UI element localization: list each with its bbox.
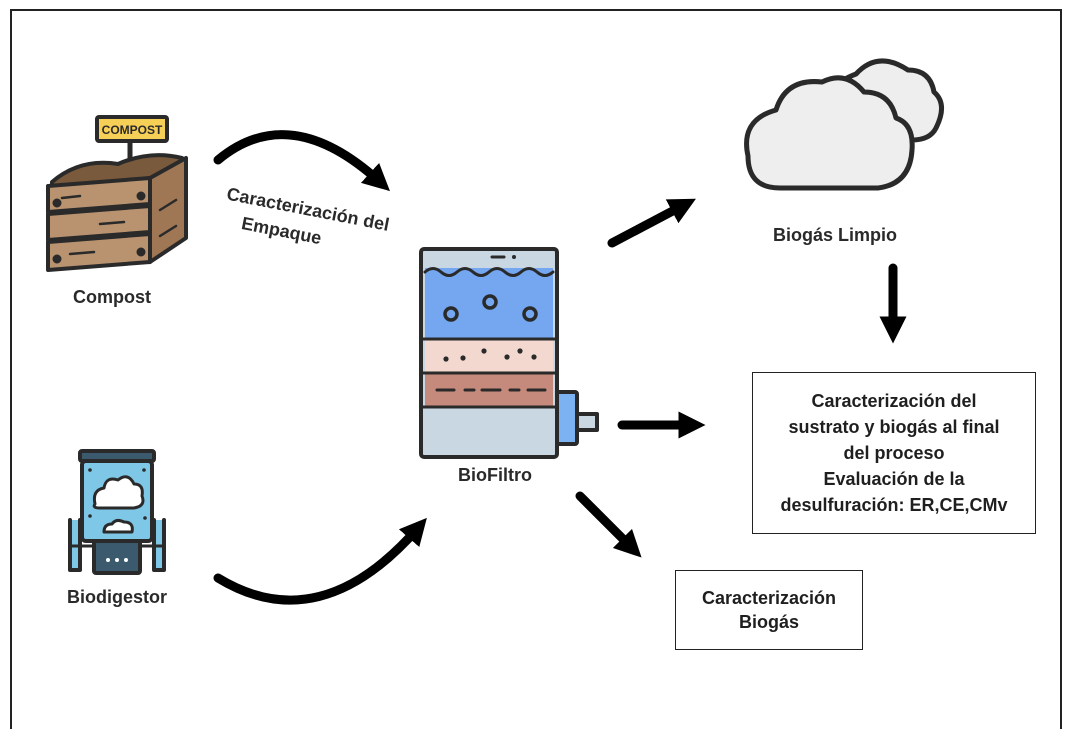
arrow-compost-to-biofiltro [213,130,390,192]
compost-sign-text: COMPOST [102,123,163,137]
arrow-biofiltro-to-biogas-box [575,491,642,558]
arrows [213,130,907,605]
final-characterization-box: Caracterización del sustrato y biogás al… [752,372,1036,534]
compost-label: Compost [73,287,151,307]
biodigestor-icon [68,449,166,575]
clean-biogas-label: Biogás Limpio [773,225,897,245]
biofiltro-label: BioFiltro [458,465,532,485]
biodigestor-label: Biodigestor [67,587,167,607]
diagram-canvas: COMPOST Compost [10,9,1062,729]
biogas-box-line1: Caracterización [701,588,837,608]
final-box-line3: del proceso [843,443,945,463]
clean-biogas-cloud-icon [744,58,944,191]
final-box-line1: Caracterización del [811,391,977,411]
arrow-biofiltro-to-clean-biogas [607,198,696,248]
diagram-svg: COMPOST Compost [46,58,944,607]
packing-edge-label: Caracterización del Empaque [225,184,391,248]
biogas-box-line2: Biogás [738,612,799,632]
diagram-frame [10,9,1062,729]
final-box-line4: Evaluación de la [823,469,965,489]
compost-icon: COMPOST [46,115,188,272]
biogas-characterization-box: Caracterización Biogás [675,570,863,650]
arrow-biodigestor-to-biofiltro [213,517,427,605]
final-box-line5: desulfuración: ER,CE,CMv [780,495,1008,515]
final-box-line2: sustrato y biogás al final [788,417,1000,437]
biofiltro-icon [419,247,599,459]
